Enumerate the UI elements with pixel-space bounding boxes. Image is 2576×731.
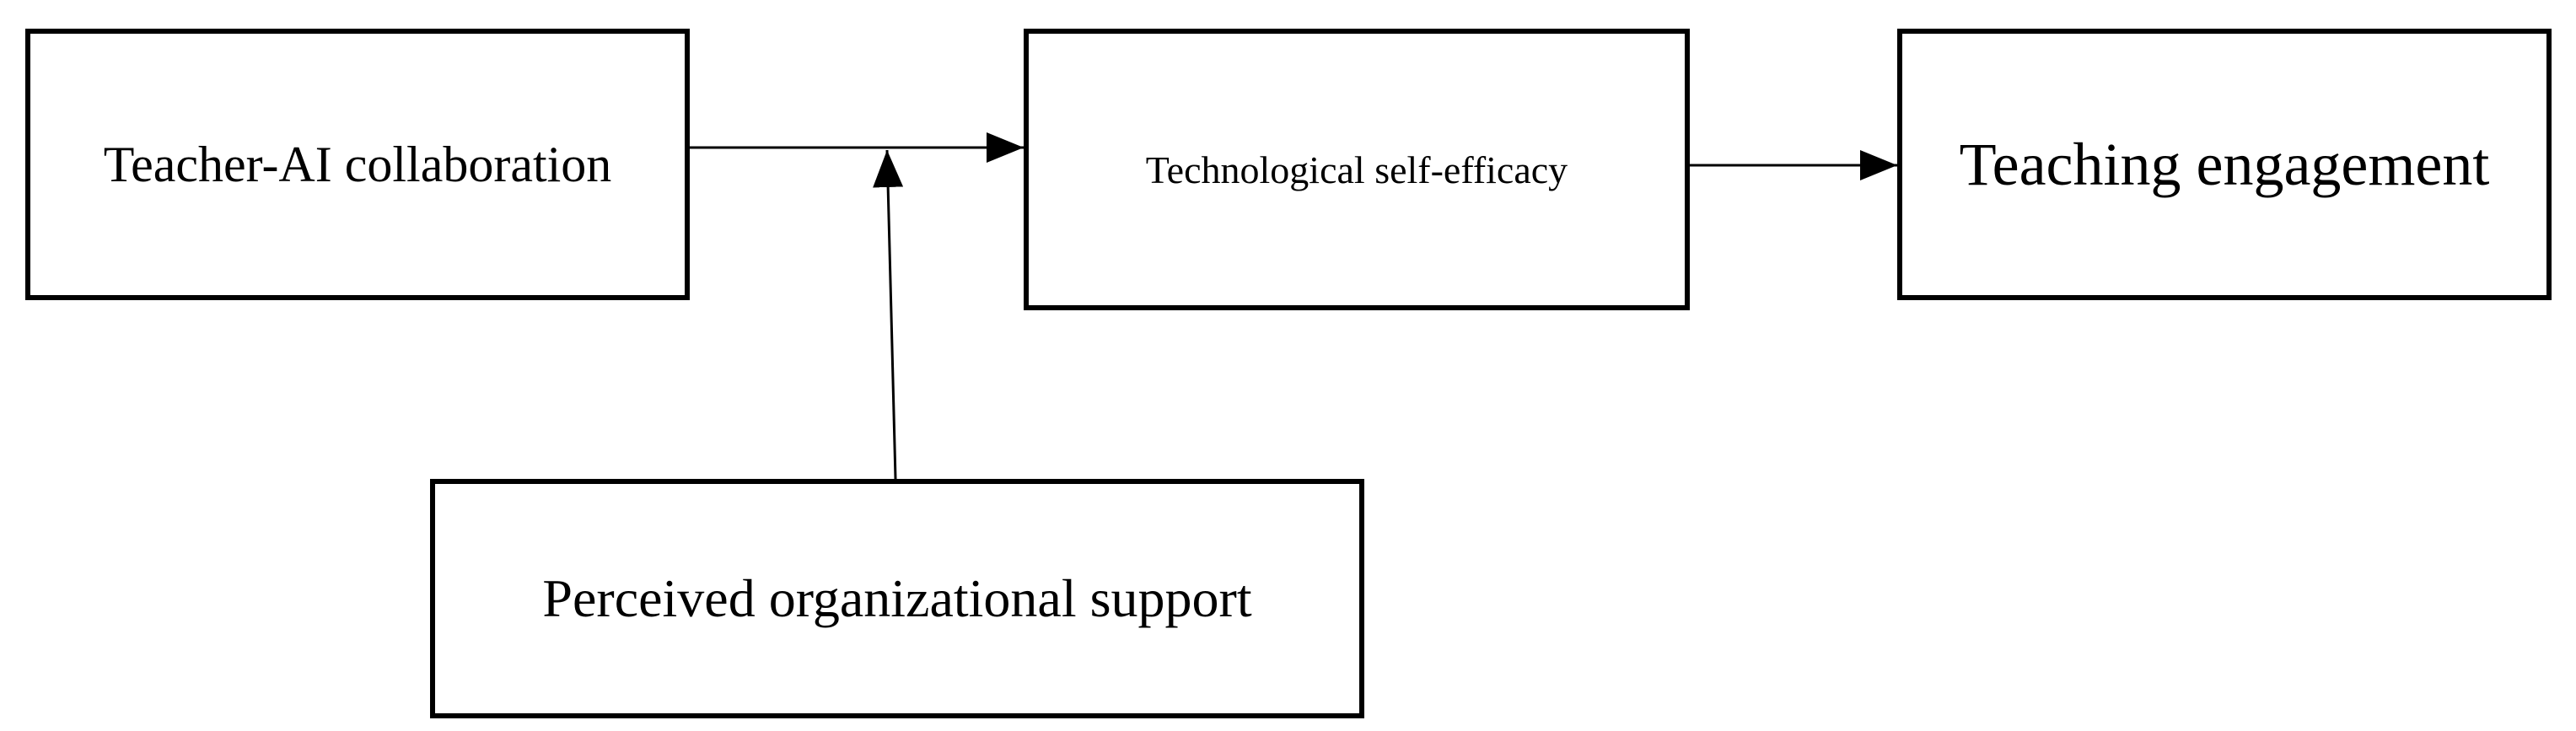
node-teacher-ai-collaboration: Teacher-AI collaboration [25, 29, 690, 300]
node-label: Teacher-AI collaboration [103, 136, 612, 192]
node-perceived-organizational-support: Perceived organizational support [430, 479, 1364, 718]
node-technological-self-efficacy: Technological self-efficacy [1024, 29, 1690, 310]
node-label: Technological self-efficacy [1145, 148, 1568, 191]
node-label: Teaching engagement [1959, 130, 2490, 198]
arrow-support-moderation [873, 149, 904, 480]
node-label: Perceived organizational support [542, 568, 1252, 628]
node-teaching-engagement: Teaching engagement [1897, 29, 2552, 300]
